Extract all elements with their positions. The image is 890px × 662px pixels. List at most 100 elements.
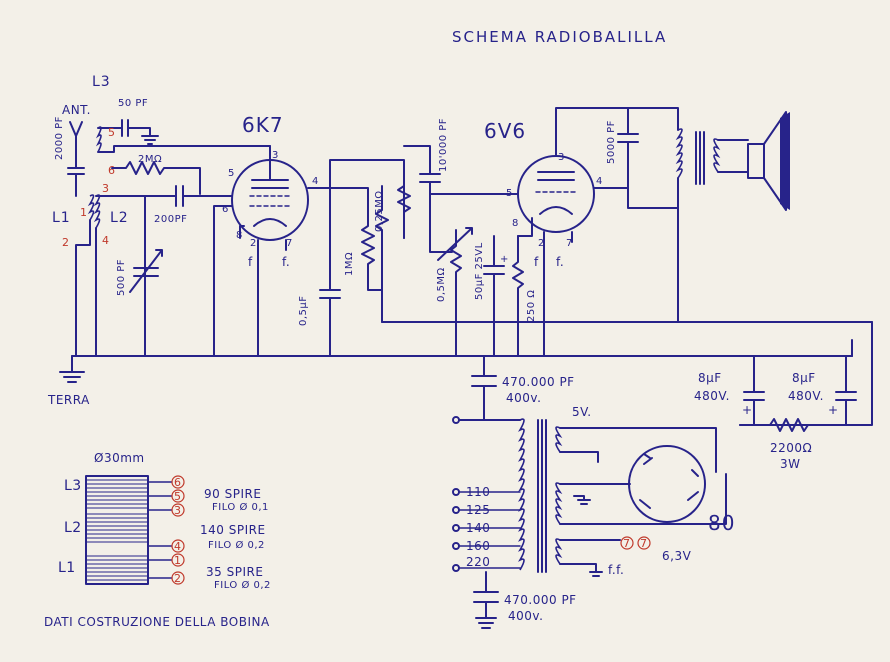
line-cap-bottom-value: 470.000 PF xyxy=(504,593,577,607)
legend-l1-wire: FILO Ø 0,2 xyxy=(214,579,271,591)
6v6-pin-7: 7 xyxy=(566,238,573,249)
coil-diameter: Ø30mm xyxy=(94,451,145,465)
hv-wiring xyxy=(559,473,727,525)
electrolytic-cap-value: 50μF 25VL xyxy=(474,242,485,300)
line-cap-bottom-ground xyxy=(475,617,497,629)
legend-pin-6: 6 xyxy=(174,476,181,489)
tap-160-label: 160 xyxy=(466,539,490,553)
6v6-pin-3: 3 xyxy=(558,152,565,163)
filter-cap-2-value: 8μF xyxy=(792,371,816,385)
6k7-pin-2: 2 xyxy=(250,238,257,249)
legend-l1-turns: 35 SPIRE xyxy=(206,565,263,579)
legend-l3-wire: FILO Ø 0,1 xyxy=(212,501,269,513)
l1-label: L1 xyxy=(52,210,71,226)
6k7-pin-7: 7 xyxy=(286,238,293,249)
l3-to-plate xyxy=(97,145,271,153)
5v-wiring xyxy=(559,427,717,473)
filter-cap-1-value: 8μF xyxy=(698,371,722,385)
legend-l3-turns: 90 SPIRE xyxy=(204,487,261,501)
tap-125[interactable] xyxy=(452,506,460,514)
cathode-resistor-value: 250 Ω xyxy=(526,290,537,322)
plate-resistor xyxy=(361,199,383,323)
filter-resistor xyxy=(753,418,847,432)
5v-label: 5V. xyxy=(572,405,592,419)
6v6-pin-2: 2 xyxy=(538,238,545,249)
legend-l2-turns: 140 SPIRE xyxy=(200,523,266,537)
secondary-hv xyxy=(555,482,563,525)
tap-220[interactable] xyxy=(452,564,460,572)
l3-coil xyxy=(95,126,102,153)
legend-pin-1: 1 xyxy=(174,554,181,567)
tube-80-label: 80 xyxy=(708,511,735,535)
legend-pin-5: 5 xyxy=(174,490,181,503)
legend-l3-name: L3 xyxy=(64,478,82,494)
tube-6k7 xyxy=(213,145,405,357)
tap-125-label: 125 xyxy=(466,503,490,517)
cathode-resistor xyxy=(512,235,524,357)
6v6-fil-2: f. xyxy=(556,255,564,269)
secondary-5v xyxy=(555,426,563,453)
tap-140[interactable] xyxy=(452,524,460,532)
grid-resistor xyxy=(111,161,201,195)
coil-pin-1: 1 xyxy=(80,206,87,219)
tube-6k7-label: 6K7 xyxy=(242,113,284,137)
screen-resistor-2 xyxy=(375,185,389,291)
6k7-pin-6: 6 xyxy=(222,204,229,215)
power-transformer-core xyxy=(537,419,547,573)
tube-80 xyxy=(628,445,706,523)
l3-cap xyxy=(97,119,151,137)
l2-label: L2 xyxy=(110,210,129,226)
schematic-title: SCHEMA RADIOBALILLA xyxy=(452,28,667,46)
volume-pot-value: 0,5MΩ xyxy=(436,267,447,302)
legend-l2-name: L2 xyxy=(64,520,82,536)
cathode-cap xyxy=(319,187,341,357)
ant-label: ANT. xyxy=(62,103,91,117)
antenna-cap xyxy=(67,149,85,197)
6k7-pin-8: 8 xyxy=(236,230,243,241)
power-primary-coil xyxy=(517,418,525,571)
line-cap-bottom-voltage: 400v. xyxy=(508,609,543,623)
6k7-fil-2: f. xyxy=(282,255,290,269)
6v6-fil-1: f xyxy=(534,255,539,269)
legend-pin-2: 2 xyxy=(174,572,181,585)
legend-l2-wire: FILO Ø 0,2 xyxy=(208,539,265,551)
coil-pin-3: 3 xyxy=(102,182,109,195)
filter-cap-1-voltage: 480V. xyxy=(694,389,730,403)
tube-6v6-label: 6V6 xyxy=(484,119,526,143)
coil-pin-4: 4 xyxy=(102,234,109,247)
tap-110[interactable] xyxy=(452,488,460,496)
secondary-heater xyxy=(555,538,563,565)
tap-140-label: 140 xyxy=(466,521,490,535)
l3-ground-icon xyxy=(141,135,159,145)
heater-pin-7b: 7 xyxy=(640,537,647,550)
plate-link xyxy=(329,187,369,201)
legend-pin-3: 3 xyxy=(174,504,181,517)
filter-cap-2-voltage: 480V. xyxy=(788,389,824,403)
speaker-icon xyxy=(747,111,790,211)
grid-cap-value: 200PF xyxy=(154,214,187,225)
coil-drawing xyxy=(85,475,173,585)
filter-cap-1 xyxy=(743,355,765,426)
filter-resistor-value: 2200Ω xyxy=(770,441,812,455)
l3-cap-value: 50 PF xyxy=(118,98,148,109)
tap-160[interactable] xyxy=(452,542,460,550)
coil-pin-6: 6 xyxy=(108,164,115,177)
6v6-pin-5: 5 xyxy=(506,188,513,199)
tube-6v6 xyxy=(429,107,679,357)
ps-filament-label: f.f. xyxy=(608,563,624,577)
line-cap-bottom xyxy=(473,571,499,619)
legend-l1-name: L1 xyxy=(58,560,76,576)
volume-pot xyxy=(429,229,462,357)
6v6-pin-8: 8 xyxy=(512,218,519,229)
line-cap-top-voltage: 400v. xyxy=(506,391,541,405)
grid-resistor-value: 2MΩ xyxy=(138,154,162,165)
6v6-pin-4: 4 xyxy=(596,176,603,187)
coupling-cap-value: 10'000 PF xyxy=(438,118,449,172)
screen-resistor xyxy=(397,185,411,239)
l1-coil xyxy=(87,194,95,221)
6k7-fil-1: f xyxy=(248,255,253,269)
heater-pin-7a: 7 xyxy=(623,537,630,550)
antenna-icon xyxy=(69,121,83,151)
mains-taps xyxy=(452,488,521,572)
